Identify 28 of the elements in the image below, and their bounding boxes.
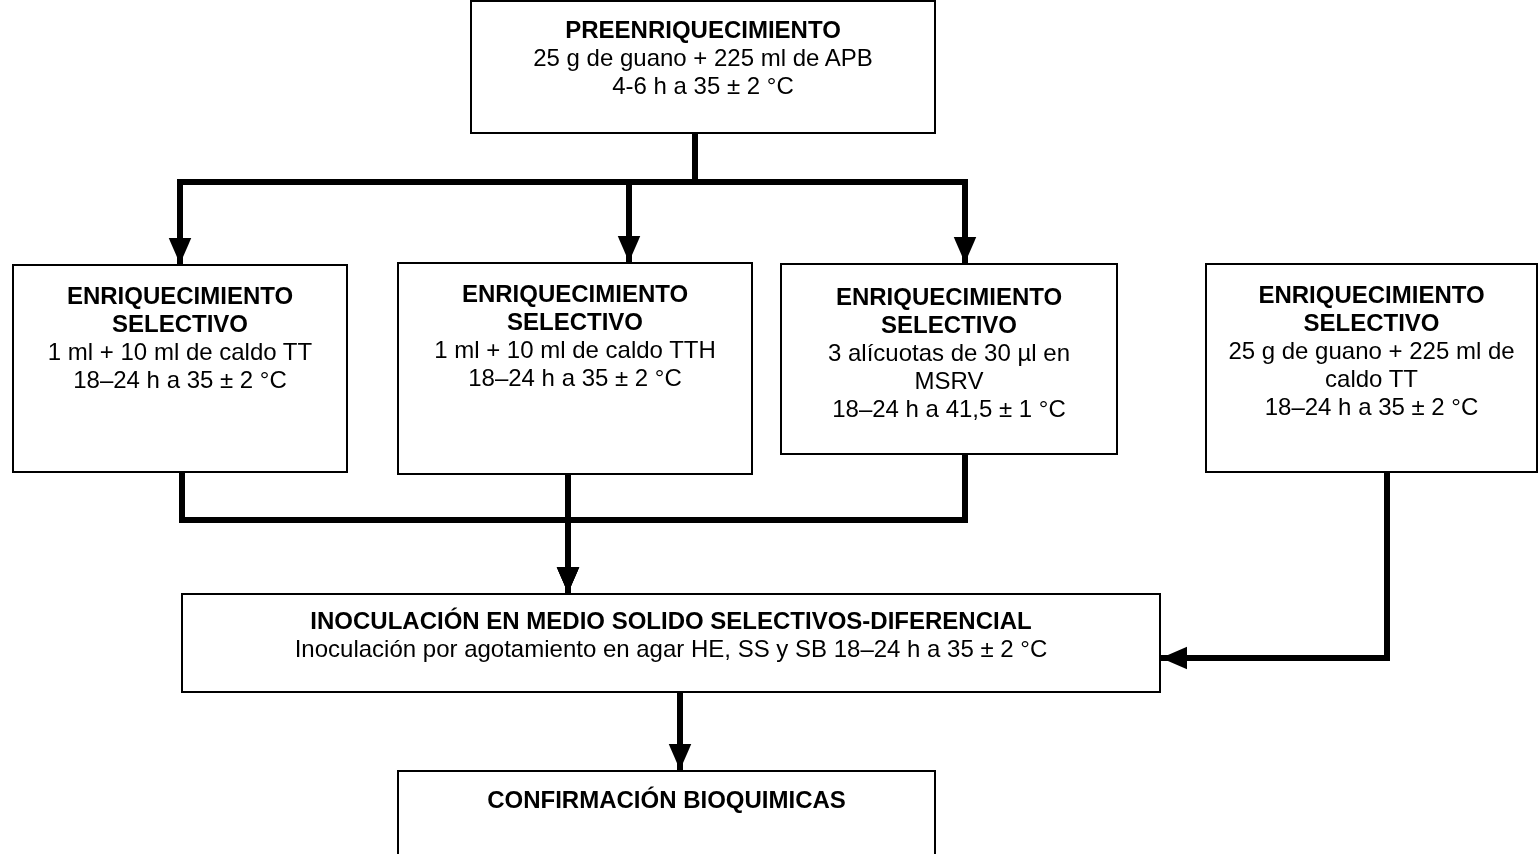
process-box xyxy=(397,262,753,475)
step-heading: ENRIQUECIMIENTO SELECTIVO xyxy=(1257,281,1486,337)
step-heading: CONFIRMACIÓN BIOQUIMICAS xyxy=(487,786,846,814)
step-heading: ENRIQUECIMIENTO SELECTIVO xyxy=(834,283,1064,339)
step-description: 18–24 h a 35 ± 2 °C xyxy=(1264,393,1479,421)
process-box xyxy=(12,264,348,473)
step-description: 18–24 h a 41,5 ± 1 °C xyxy=(832,395,1066,423)
flow-arrow xyxy=(692,134,977,263)
step-description: 25 g de guano + 225 ml de APB xyxy=(533,44,873,72)
flow-arrow xyxy=(668,693,692,770)
step-description: Inoculación por agotamiento en agar HE, SS y SB 18–24 h a 35 ± 2 °C xyxy=(294,635,1048,663)
process-box xyxy=(1205,263,1538,473)
step-description: 4-6 h a 35 ± 2 °C xyxy=(612,72,794,100)
step-description: 25 g de guano + 225 ml de caldo TT xyxy=(1227,337,1516,393)
flow-arrow xyxy=(1161,473,1390,670)
process-box xyxy=(470,0,936,134)
step-heading: INOCULACIÓN EN MEDIO SOLIDO SELECTIVOS-DIFERENCIAL xyxy=(310,607,1032,635)
process-box xyxy=(181,593,1161,693)
process-box xyxy=(397,770,936,854)
step-description: 1 ml + 10 ml de caldo TTH xyxy=(434,336,716,364)
step-heading: ENRIQUECIMIENTO SELECTIVO xyxy=(65,282,295,338)
step-description: 18–24 h a 35 ± 2 °C xyxy=(468,364,682,392)
step-heading: PREENRIQUECIMIENTO xyxy=(565,16,841,44)
step-description: 18–24 h a 35 ± 2 °C xyxy=(73,366,287,394)
step-description: 1 ml + 10 ml de caldo TT xyxy=(47,338,313,366)
process-box xyxy=(780,263,1118,455)
step-description: 3 alícuotas de 30 µl en MSRV xyxy=(827,339,1071,395)
step-heading: ENRIQUECIMIENTO SELECTIVO xyxy=(460,280,690,336)
